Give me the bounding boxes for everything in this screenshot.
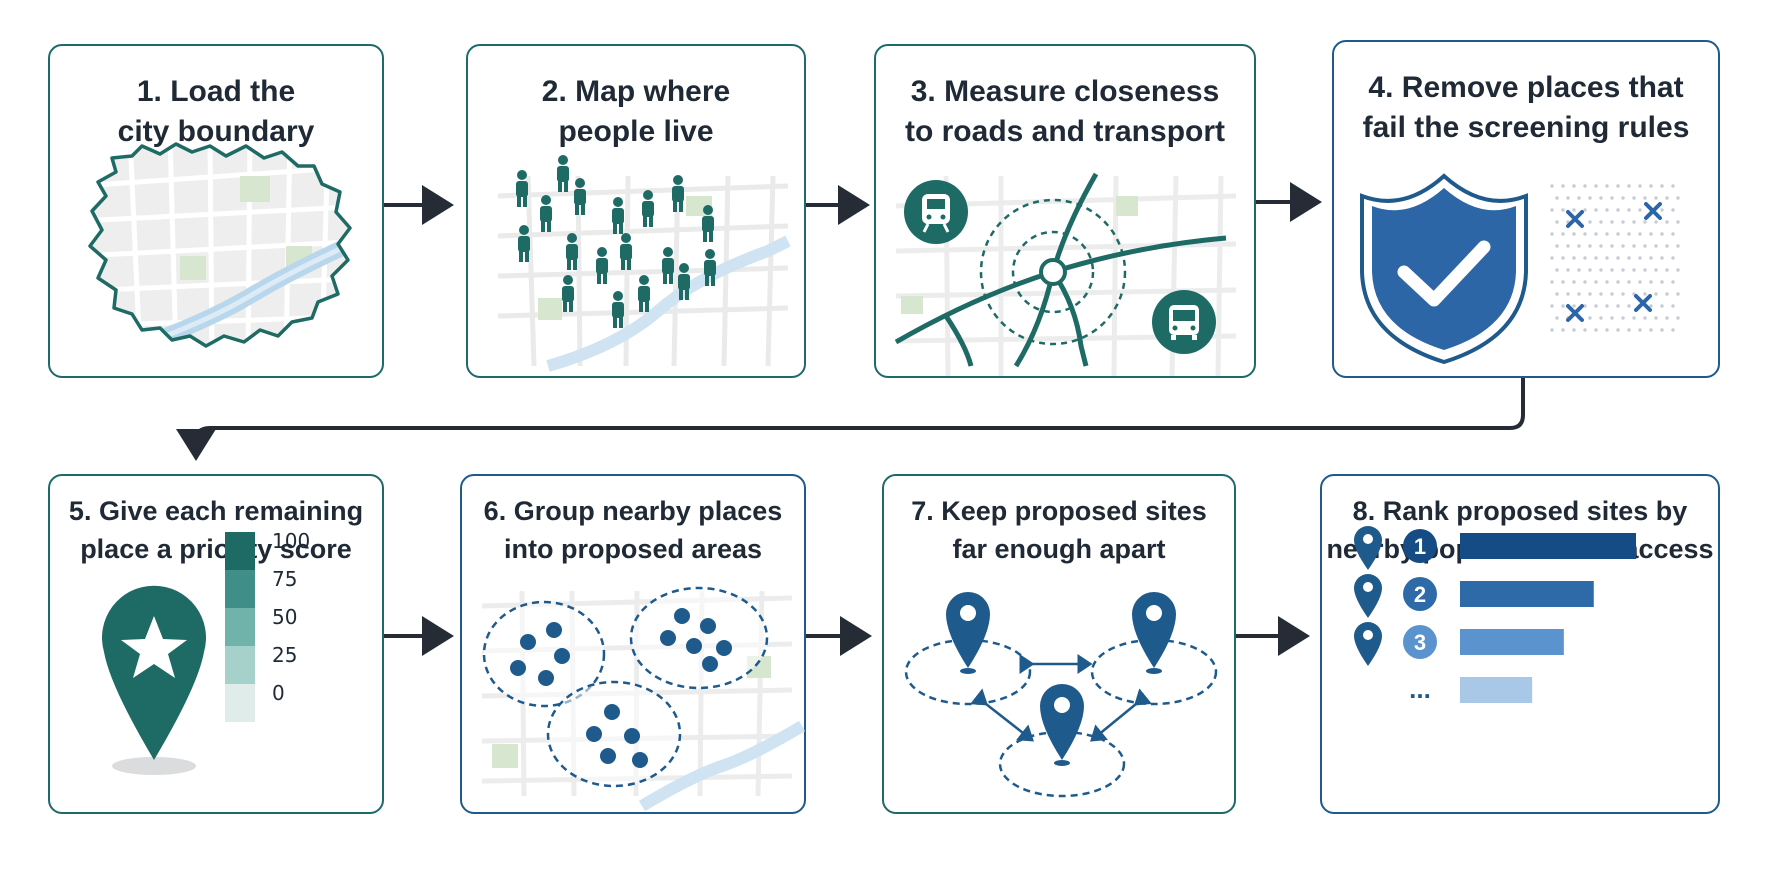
person-icon [516, 170, 528, 207]
screening-graphic [1360, 173, 1680, 365]
person-icon [612, 197, 624, 234]
step-2-title: 2. Map where people live [541, 75, 731, 148]
step-2-card: 2. Map where people live [466, 44, 806, 378]
train-icon [904, 180, 968, 244]
step-8-card: 8. Rank proposed sites by nearby populat… [1320, 474, 1720, 814]
rank-pin-icon [1354, 622, 1382, 666]
rank-number: 1 [1414, 534, 1426, 559]
person-icon [662, 247, 674, 284]
ranking-chart: 1 2 3... [1354, 526, 1636, 704]
legend-swatch [225, 570, 255, 608]
person-icon [620, 233, 632, 270]
legend-label: 25 [272, 643, 297, 667]
excluded-x-marks [1566, 202, 1662, 322]
legend-label: 50 [272, 605, 297, 629]
legend-label: 75 [272, 567, 297, 591]
rank-bar [1460, 677, 1533, 703]
rank-badge [1403, 625, 1437, 659]
score-legend: 100 75 50 25 0 [225, 529, 310, 722]
priority-score-graphic: 100 75 50 25 0 [102, 529, 310, 775]
rank-badge [1403, 577, 1437, 611]
rank-bar [1460, 533, 1636, 559]
rank-pin-icon [1354, 574, 1382, 618]
star-pin-icon [102, 585, 206, 760]
population-map [497, 155, 791, 372]
rank-ellipsis: ... [1409, 674, 1431, 704]
rank-pin-icon [1354, 526, 1382, 570]
step-3-card: 3. Measure closeness to roads and transp… [874, 44, 1256, 378]
rank-bar [1460, 581, 1594, 607]
bus-icon [1152, 290, 1216, 354]
person-icon [672, 175, 684, 212]
rank-bar [1460, 629, 1564, 655]
step-4-title: 4. Remove places that fail the screening… [1362, 71, 1690, 144]
person-icon [638, 275, 650, 312]
person-icon [596, 247, 608, 284]
legend-swatch [225, 646, 255, 684]
arrow-4-5 [176, 378, 1525, 461]
rank-number: 2 [1414, 582, 1426, 607]
person-icon [704, 249, 716, 286]
legend-swatch [225, 684, 255, 722]
person-icon [562, 275, 574, 312]
step-6-title: 6. Group nearby places into proposed are… [483, 496, 783, 564]
legend-label: 0 [272, 681, 285, 705]
site-pin-icon [946, 592, 1176, 766]
person-icon [557, 155, 569, 192]
step-7-card: 7. Keep proposed sites far enough apart [882, 474, 1236, 814]
city-boundary-map [88, 142, 352, 348]
person-icon [678, 263, 690, 300]
step-7-title: 7. Keep proposed sites far enough apart [911, 496, 1207, 564]
step-6-card: 6. Group nearby places into proposed are… [460, 474, 806, 814]
person-icon [540, 195, 552, 232]
step-4-card: 4. Remove places that fail the screening… [1332, 40, 1720, 378]
rank-number: 3 [1414, 630, 1426, 655]
step-1-card: 1. Load the city boundary [48, 44, 384, 378]
person-icon [566, 233, 578, 270]
legend-swatch [225, 532, 255, 570]
person-icon [612, 291, 624, 328]
person-icon [574, 178, 586, 215]
step-3-title: 3. Measure closeness to roads and transp… [904, 75, 1226, 148]
site-spacing-graphic [904, 592, 1218, 798]
person-icon [642, 190, 654, 227]
transport-proximity-map [894, 172, 1237, 377]
shield-check-icon [1360, 173, 1528, 365]
person-icon [518, 225, 530, 262]
step-5-card: 5. Give each remaining place a priority … [48, 474, 384, 814]
step-1-title: 1. Load the city boundary [117, 75, 315, 148]
legend-swatch [225, 608, 255, 646]
cluster-map [481, 586, 806, 812]
legend-label: 100 [272, 529, 310, 553]
rank-badge [1403, 529, 1437, 563]
person-icon [702, 205, 714, 242]
step-5-title: 5. Give each remaining place a priority … [68, 496, 364, 564]
